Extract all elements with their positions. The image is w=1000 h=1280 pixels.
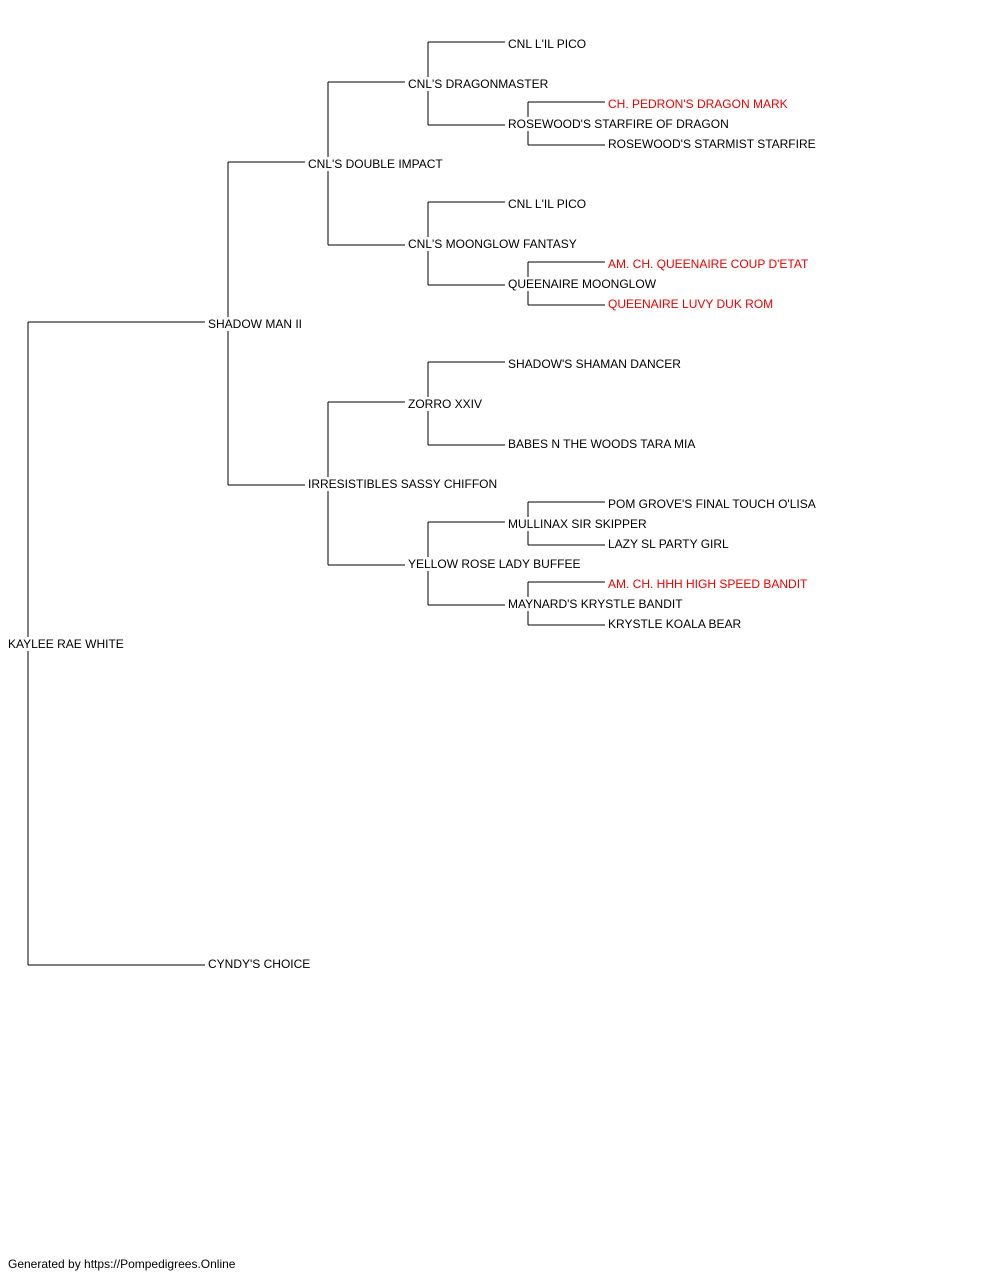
ancestor-name: BABES N THE WOODS TARA MIA [508, 437, 697, 451]
ancestor-name: CNL L'IL PICO [508, 37, 588, 51]
ancestor-name: CNL L'IL PICO [508, 197, 588, 211]
ancestor-name: MAYNARD'S KRYSTLE BANDIT [508, 597, 684, 611]
champion-ancestor-name: AM. CH. HHH HIGH SPEED BANDIT [608, 577, 809, 591]
sire-name: SHADOW MAN II [208, 317, 304, 331]
ancestor-name: ROSEWOOD'S STARFIRE OF DRAGON [508, 117, 730, 131]
subject-dog-name: KAYLEE RAE WHITE [8, 637, 125, 651]
ancestor-name: MULLINAX SIR SKIPPER [508, 517, 648, 531]
sire-sire-name: CNL'S DOUBLE IMPACT [308, 157, 444, 171]
ancestor-name: YELLOW ROSE LADY BUFFEE [408, 557, 582, 571]
ancestor-name: ZORRO XXIV [408, 397, 484, 411]
footer-credit: Generated by https://Pompedigrees.Online [8, 1257, 236, 1271]
ancestor-name: KRYSTLE KOALA BEAR [608, 617, 743, 631]
dam-name: CYNDY'S CHOICE [208, 957, 312, 971]
champion-ancestor-name: AM. CH. QUEENAIRE COUP D'ETAT [608, 257, 810, 271]
ancestor-name: CNL'S MOONGLOW FANTASY [408, 237, 578, 251]
sire-dam-name: IRRESISTIBLES SASSY CHIFFON [308, 477, 499, 491]
ancestor-name: CNL'S DRAGONMASTER [408, 77, 550, 91]
champion-ancestor-name: CH. PEDRON'S DRAGON MARK [608, 97, 789, 111]
ancestor-name: ROSEWOOD'S STARMIST STARFIRE [608, 137, 817, 151]
ancestor-name: LAZY SL PARTY GIRL [608, 537, 730, 551]
ancestor-name: QUEENAIRE MOONGLOW [508, 277, 658, 291]
ancestor-name: SHADOW'S SHAMAN DANCER [508, 357, 682, 371]
ancestor-name: POM GROVE'S FINAL TOUCH O'LISA [608, 497, 817, 511]
champion-ancestor-name: QUEENAIRE LUVY DUK ROM [608, 297, 775, 311]
